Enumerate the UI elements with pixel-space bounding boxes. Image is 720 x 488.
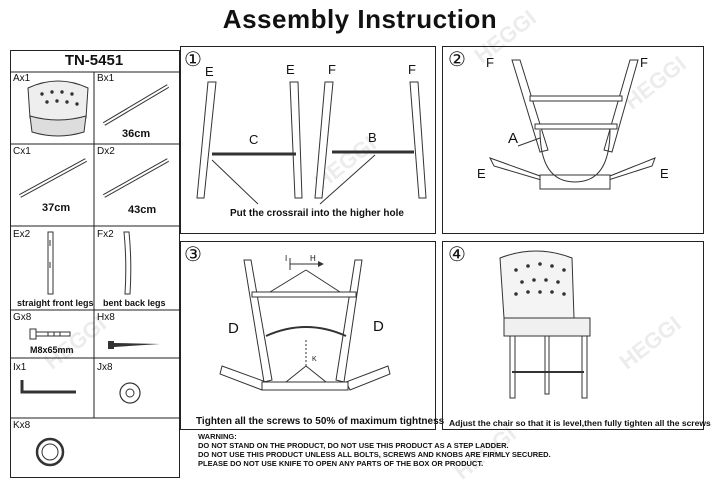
part-e-id: Ex2 bbox=[13, 229, 31, 240]
step-2-number: ② bbox=[448, 49, 466, 71]
step-2-label-a: A bbox=[508, 130, 519, 147]
step-1-panel bbox=[180, 46, 436, 234]
step-3-caption: Tighten all the screws to 50% of maximum… bbox=[196, 416, 445, 427]
part-k-id: Kx8 bbox=[13, 420, 31, 431]
step-4-caption: Adjust the chair so that it is level,the… bbox=[449, 418, 711, 428]
step-3-label-k: K bbox=[312, 356, 317, 363]
step-2-label-e-right: E bbox=[660, 166, 669, 181]
part-f-caption: bent back legs bbox=[103, 298, 166, 308]
part-c-caption: 37cm bbox=[42, 202, 71, 214]
step-1-label-b: B bbox=[368, 130, 377, 145]
warning-line-3: PLEASE DO NOT USE KNIFE TO OPEN ANY PART… bbox=[198, 459, 484, 468]
parts-table-border bbox=[10, 50, 180, 478]
step-3-label-i: I bbox=[285, 254, 288, 263]
part-d-caption: 43cm bbox=[128, 204, 157, 216]
step-2-label-f-right: F bbox=[640, 55, 648, 70]
page-title: Assembly Instruction bbox=[222, 4, 498, 34]
step-3-label-h: H bbox=[310, 254, 316, 263]
step-1-label-f-left: F bbox=[328, 62, 336, 77]
warning-heading: WARNING: bbox=[198, 432, 237, 441]
step-4-panel bbox=[442, 241, 704, 430]
part-e-caption: straight front legs bbox=[17, 298, 94, 308]
step-1-label-c: C bbox=[249, 132, 259, 147]
part-b-caption: 36cm bbox=[122, 128, 151, 140]
part-h-id: Hx8 bbox=[97, 312, 115, 323]
step-1-label-e-right: E bbox=[286, 62, 295, 77]
part-d-id: Dx2 bbox=[97, 146, 115, 157]
step-1-number: ① bbox=[184, 49, 202, 71]
part-i-id: Ix1 bbox=[13, 362, 27, 373]
part-c-id: Cx1 bbox=[13, 146, 31, 157]
step-2-label-e-left: E bbox=[477, 166, 486, 181]
step-3-panel bbox=[180, 241, 436, 430]
part-g-id: Gx8 bbox=[13, 312, 32, 323]
step-2-label-f-left: F bbox=[486, 55, 494, 70]
warning-line-2: DO NOT USE THIS PRODUCT UNLESS ALL BOLTS… bbox=[198, 450, 551, 459]
part-a-id: Ax1 bbox=[13, 73, 31, 84]
step-3-label-d-left: D bbox=[228, 320, 239, 337]
step-1-caption: Put the crossrail into the higher hole bbox=[230, 208, 404, 219]
step-1-label-e-left: E bbox=[205, 64, 214, 79]
step-2-panel bbox=[442, 46, 704, 234]
step-1-label-f-right: F bbox=[408, 62, 416, 77]
step-4-number: ④ bbox=[448, 244, 466, 266]
part-f-id: Fx2 bbox=[97, 229, 114, 240]
part-g-caption: M8x65mm bbox=[30, 345, 74, 355]
warning-line-1: DO NOT STAND ON THE PRODUCT, DO NOT USE … bbox=[198, 441, 509, 450]
step-3-number: ③ bbox=[184, 244, 202, 266]
part-j-id: Jx8 bbox=[97, 362, 113, 373]
part-b-id: Bx1 bbox=[97, 73, 115, 84]
step-3-label-d-right: D bbox=[373, 318, 384, 335]
model-number: TN-5451 bbox=[64, 52, 124, 69]
